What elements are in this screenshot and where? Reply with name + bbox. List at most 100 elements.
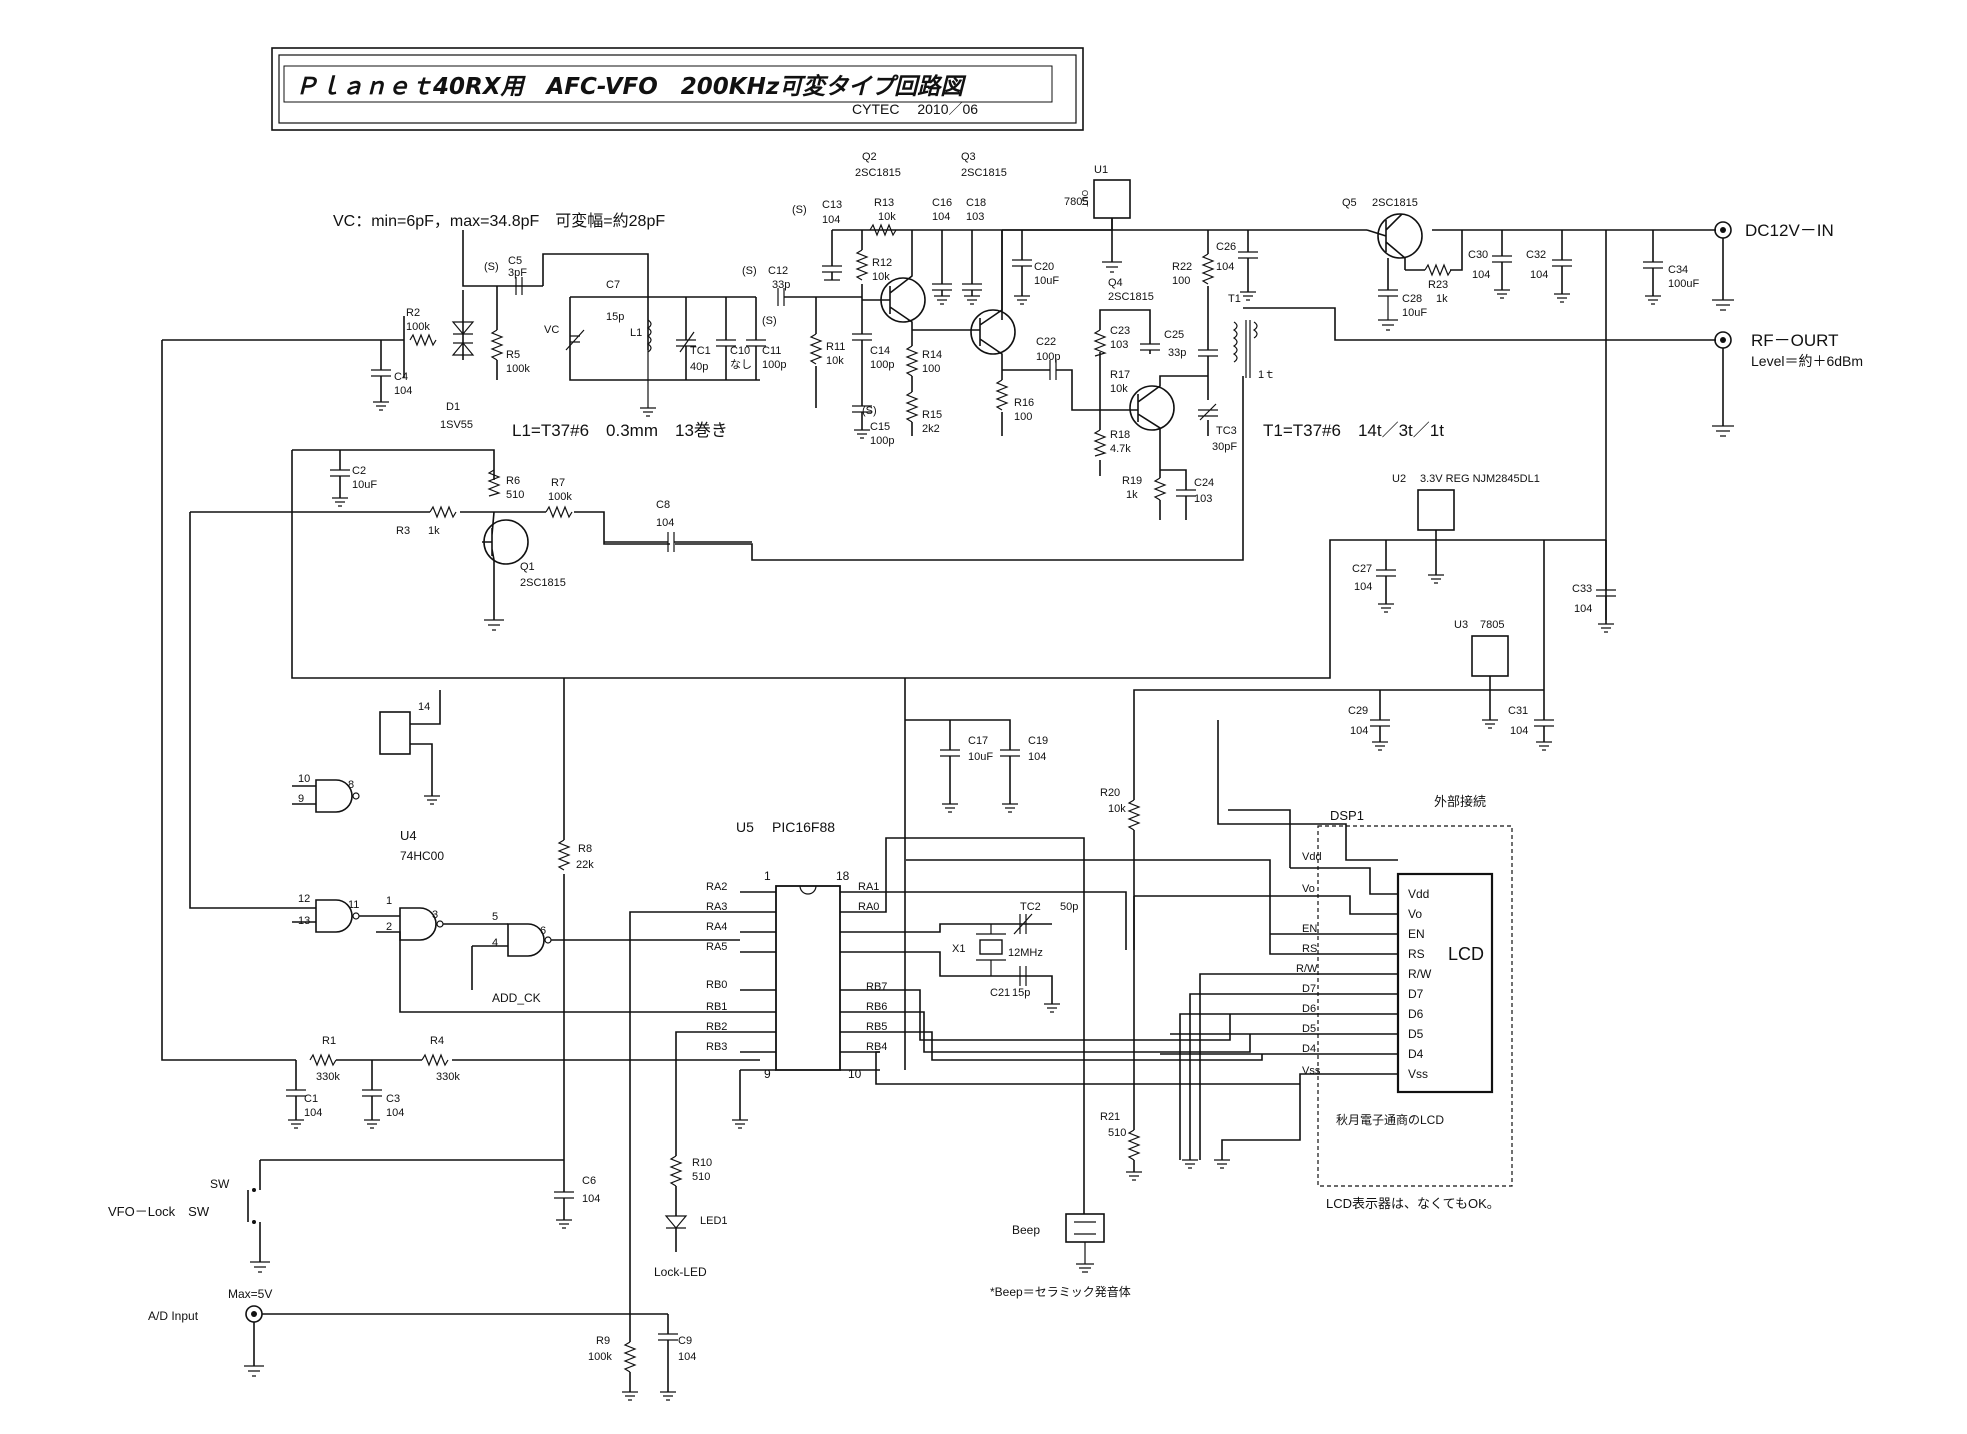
svg-text:104: 104 xyxy=(582,1193,600,1205)
svg-text:R13: R13 xyxy=(874,197,894,209)
svg-text:7805: 7805 xyxy=(1480,619,1504,631)
c34-label: C34 xyxy=(1668,264,1688,276)
svg-text:C20: C20 xyxy=(1034,261,1054,273)
svg-text:10k: 10k xyxy=(878,211,896,223)
lock-led-label: Lock-LED xyxy=(654,1265,707,1279)
svg-text:R15: R15 xyxy=(922,409,942,421)
svg-text:RB4: RB4 xyxy=(866,1041,887,1053)
svg-text:104: 104 xyxy=(394,385,412,397)
svg-text:R21: R21 xyxy=(1100,1111,1120,1123)
svg-text:R10: R10 xyxy=(692,1157,712,1169)
svg-text:C11: C11 xyxy=(762,345,781,357)
t1-note: T1=T37#6 14t／3t／1t xyxy=(1263,421,1444,440)
svg-text:R/W: R/W xyxy=(1408,967,1432,981)
svg-text:1SV55: 1SV55 xyxy=(440,419,473,431)
c30-label: C30 xyxy=(1468,249,1488,261)
svg-text:R1: R1 xyxy=(322,1035,336,1047)
svg-text:510: 510 xyxy=(1108,1127,1126,1139)
svg-text:Vss: Vss xyxy=(1408,1067,1428,1081)
svg-text:U3: U3 xyxy=(1454,619,1468,631)
svg-text:Vdd: Vdd xyxy=(1302,851,1322,863)
svg-text:R5: R5 xyxy=(506,349,520,361)
svg-text:VC: VC xyxy=(544,324,559,336)
svg-text:1k: 1k xyxy=(428,525,440,537)
svg-text:10uF: 10uF xyxy=(352,479,377,491)
svg-text:C7: C7 xyxy=(606,279,620,291)
svg-text:C3: C3 xyxy=(386,1093,400,1105)
rf-out-label: RF－OURT xyxy=(1751,331,1839,350)
lcd-vendor-label: 秋月電子通商のLCD xyxy=(1336,1112,1444,1127)
svg-text:EN: EN xyxy=(1408,927,1425,941)
vfo-lock-sw-label: VFO－Lock SW xyxy=(108,1204,210,1219)
svg-text:R8: R8 xyxy=(578,843,592,855)
svg-text:D5: D5 xyxy=(1408,1027,1424,1041)
svg-text:104: 104 xyxy=(932,211,950,223)
svg-text:1ｔ: 1ｔ xyxy=(1258,369,1275,381)
q5-label: Q5 xyxy=(1342,197,1357,209)
svg-text:C26: C26 xyxy=(1216,241,1236,253)
vfo-lock-section: R8 22k C6 104 SW VFO－Lock SW xyxy=(108,678,600,1273)
svg-text:1: 1 xyxy=(764,869,771,883)
svg-text:RA2: RA2 xyxy=(706,881,727,893)
svg-text:10k: 10k xyxy=(1110,383,1128,395)
c32-label: C32 xyxy=(1526,249,1546,261)
svg-text:2k2: 2k2 xyxy=(922,423,940,435)
svg-text:C16: C16 xyxy=(932,197,952,209)
title-text: Ｐｌａｎｅｔ40RX用 AFC-VFO 200KHz可変タイプ回路図 xyxy=(295,73,967,100)
svg-text:R19: R19 xyxy=(1122,475,1142,487)
svg-text:510: 510 xyxy=(692,1171,710,1183)
svg-text:C5: C5 xyxy=(508,255,522,267)
svg-text:Q4: Q4 xyxy=(1108,277,1123,289)
svg-text:40p: 40p xyxy=(690,361,708,373)
title-block: Ｐｌａｎｅｔ40RX用 AFC-VFO 200KHz可変タイプ回路図 CYTEC… xyxy=(271,47,1084,131)
svg-text:R20: R20 xyxy=(1100,787,1120,799)
beep-note: *Beep＝セラミック発音体 xyxy=(990,1284,1131,1299)
svg-text:C29: C29 xyxy=(1348,705,1368,717)
svg-text:103: 103 xyxy=(966,211,984,223)
svg-text:6: 6 xyxy=(540,925,546,937)
ad-input-section: Max=5V A/D Input R9 100k C9 104 xyxy=(148,911,740,1401)
svg-text:104: 104 xyxy=(1354,581,1372,593)
svg-text:C14: C14 xyxy=(870,345,890,357)
svg-text:C21: C21 xyxy=(990,987,1010,999)
svg-text:R22: R22 xyxy=(1172,261,1192,273)
c32-value: 104 xyxy=(1530,269,1548,281)
svg-text:104: 104 xyxy=(1510,725,1528,737)
title-subtext: CYTEC 2010／06 xyxy=(852,101,978,117)
svg-text:R2: R2 xyxy=(406,307,420,319)
svg-text:C10: C10 xyxy=(730,345,750,357)
svg-text:R/W: R/W xyxy=(1296,963,1318,975)
svg-text:2: 2 xyxy=(386,921,392,933)
svg-text:なし: なし xyxy=(730,358,752,371)
c28-label: C28 xyxy=(1402,293,1422,305)
svg-text:TC1: TC1 xyxy=(690,345,711,357)
svg-text:104: 104 xyxy=(304,1107,322,1119)
svg-text:C24: C24 xyxy=(1194,477,1214,489)
svg-text:U5: U5 xyxy=(736,819,754,835)
svg-text:RA5: RA5 xyxy=(706,941,727,953)
svg-text:D7: D7 xyxy=(1408,987,1424,1001)
svg-text:(S): (S) xyxy=(484,261,499,273)
svg-text:22k: 22k xyxy=(576,859,594,871)
svg-text:10: 10 xyxy=(848,1067,862,1081)
svg-text:5: 5 xyxy=(492,911,498,923)
svg-text:12: 12 xyxy=(298,893,310,905)
q2-part: 2SC1815 xyxy=(855,167,901,179)
c28-value: 10uF xyxy=(1402,307,1427,319)
svg-text:RS: RS xyxy=(1302,943,1317,955)
svg-text:C13: C13 xyxy=(822,199,842,211)
svg-text:RB7: RB7 xyxy=(866,981,887,993)
svg-text:D4: D4 xyxy=(1408,1047,1424,1061)
svg-text:R11: R11 xyxy=(826,341,845,353)
svg-text:D6: D6 xyxy=(1302,1003,1316,1015)
svg-text:C18: C18 xyxy=(966,197,986,209)
svg-text:100k: 100k xyxy=(506,363,530,375)
svg-text:100k: 100k xyxy=(406,321,430,333)
svg-text:D1: D1 xyxy=(446,401,460,413)
svg-text:RA1: RA1 xyxy=(858,881,879,893)
u3-regulator: U3 7805 C29 104 C31 104 R20 10k R21 510 xyxy=(1100,540,1554,1181)
svg-text:RB2: RB2 xyxy=(706,1021,727,1033)
svg-text:Q1: Q1 xyxy=(520,561,535,573)
svg-text:RB1: RB1 xyxy=(706,1001,727,1013)
svg-text:T1: T1 xyxy=(1228,293,1241,305)
